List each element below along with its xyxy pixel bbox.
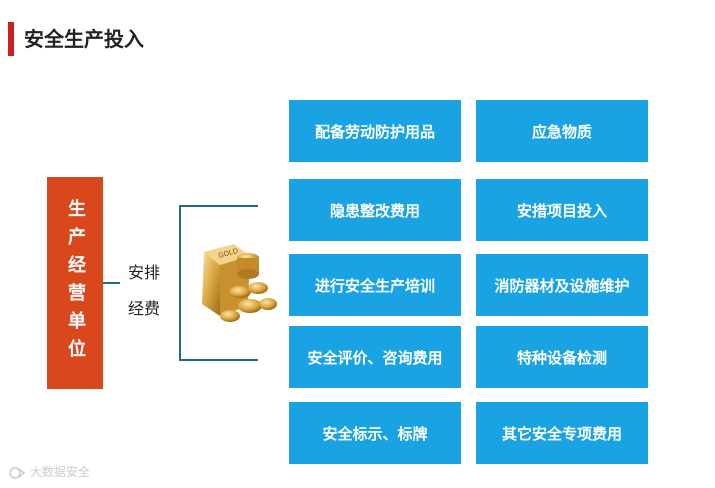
coin [229,286,251,298]
item-label: 配备劳动防护用品 [314,122,435,141]
item-box: 配备劳动防护用品 [289,100,461,162]
funds-line-1: 安排 [127,263,160,282]
item-box: 特种设备检测 [476,326,648,388]
item-label: 特种设备检测 [516,348,607,367]
coin [259,298,277,310]
item-label: 安全评价、咨询费用 [307,348,443,367]
item-box: 安全评价、咨询费用 [289,326,461,388]
coin [237,269,259,279]
coin [220,310,240,322]
gold-bar-and-coins-icon: GOLD [202,244,277,322]
item-box: 应急物质 [476,100,648,162]
item-box: 进行安全生产培训 [289,254,461,316]
funds-line-2: 经费 [127,299,160,318]
item-box: 其它安全专项费用 [476,402,648,464]
item-label: 应急物质 [531,122,592,141]
item-label: 隐患整改费用 [329,201,420,220]
coin [238,299,262,313]
coin [248,282,268,294]
item-label: 消防器材及设施维护 [494,276,630,295]
watermark-text: 大数据安全 [29,465,90,479]
title-accent-bar [8,22,14,56]
watermark: 大数据安全 [8,462,90,482]
item-label: 安措项目投入 [516,201,607,220]
org-label: 生产经营单位 [65,199,86,367]
item-label: 进行安全生产培训 [314,276,435,295]
watermark-logo-icon [9,466,26,479]
gold-bar-front [202,252,220,316]
page-title: 安全生产投入 [24,27,144,51]
item-label: 安全标示、标牌 [322,424,428,443]
item-box: 安措项目投入 [476,179,648,241]
item-box: 隐患整改费用 [289,179,461,241]
connector-bracket [179,205,258,361]
item-box: 安全标示、标牌 [289,402,461,464]
org-box: 生产经营单位 [47,177,103,389]
gold-bar-top [204,244,250,265]
funds-label: 安排 经费 [122,255,166,327]
item-box: 消防器材及设施维护 [476,254,648,316]
item-label: 其它安全专项费用 [501,424,622,443]
